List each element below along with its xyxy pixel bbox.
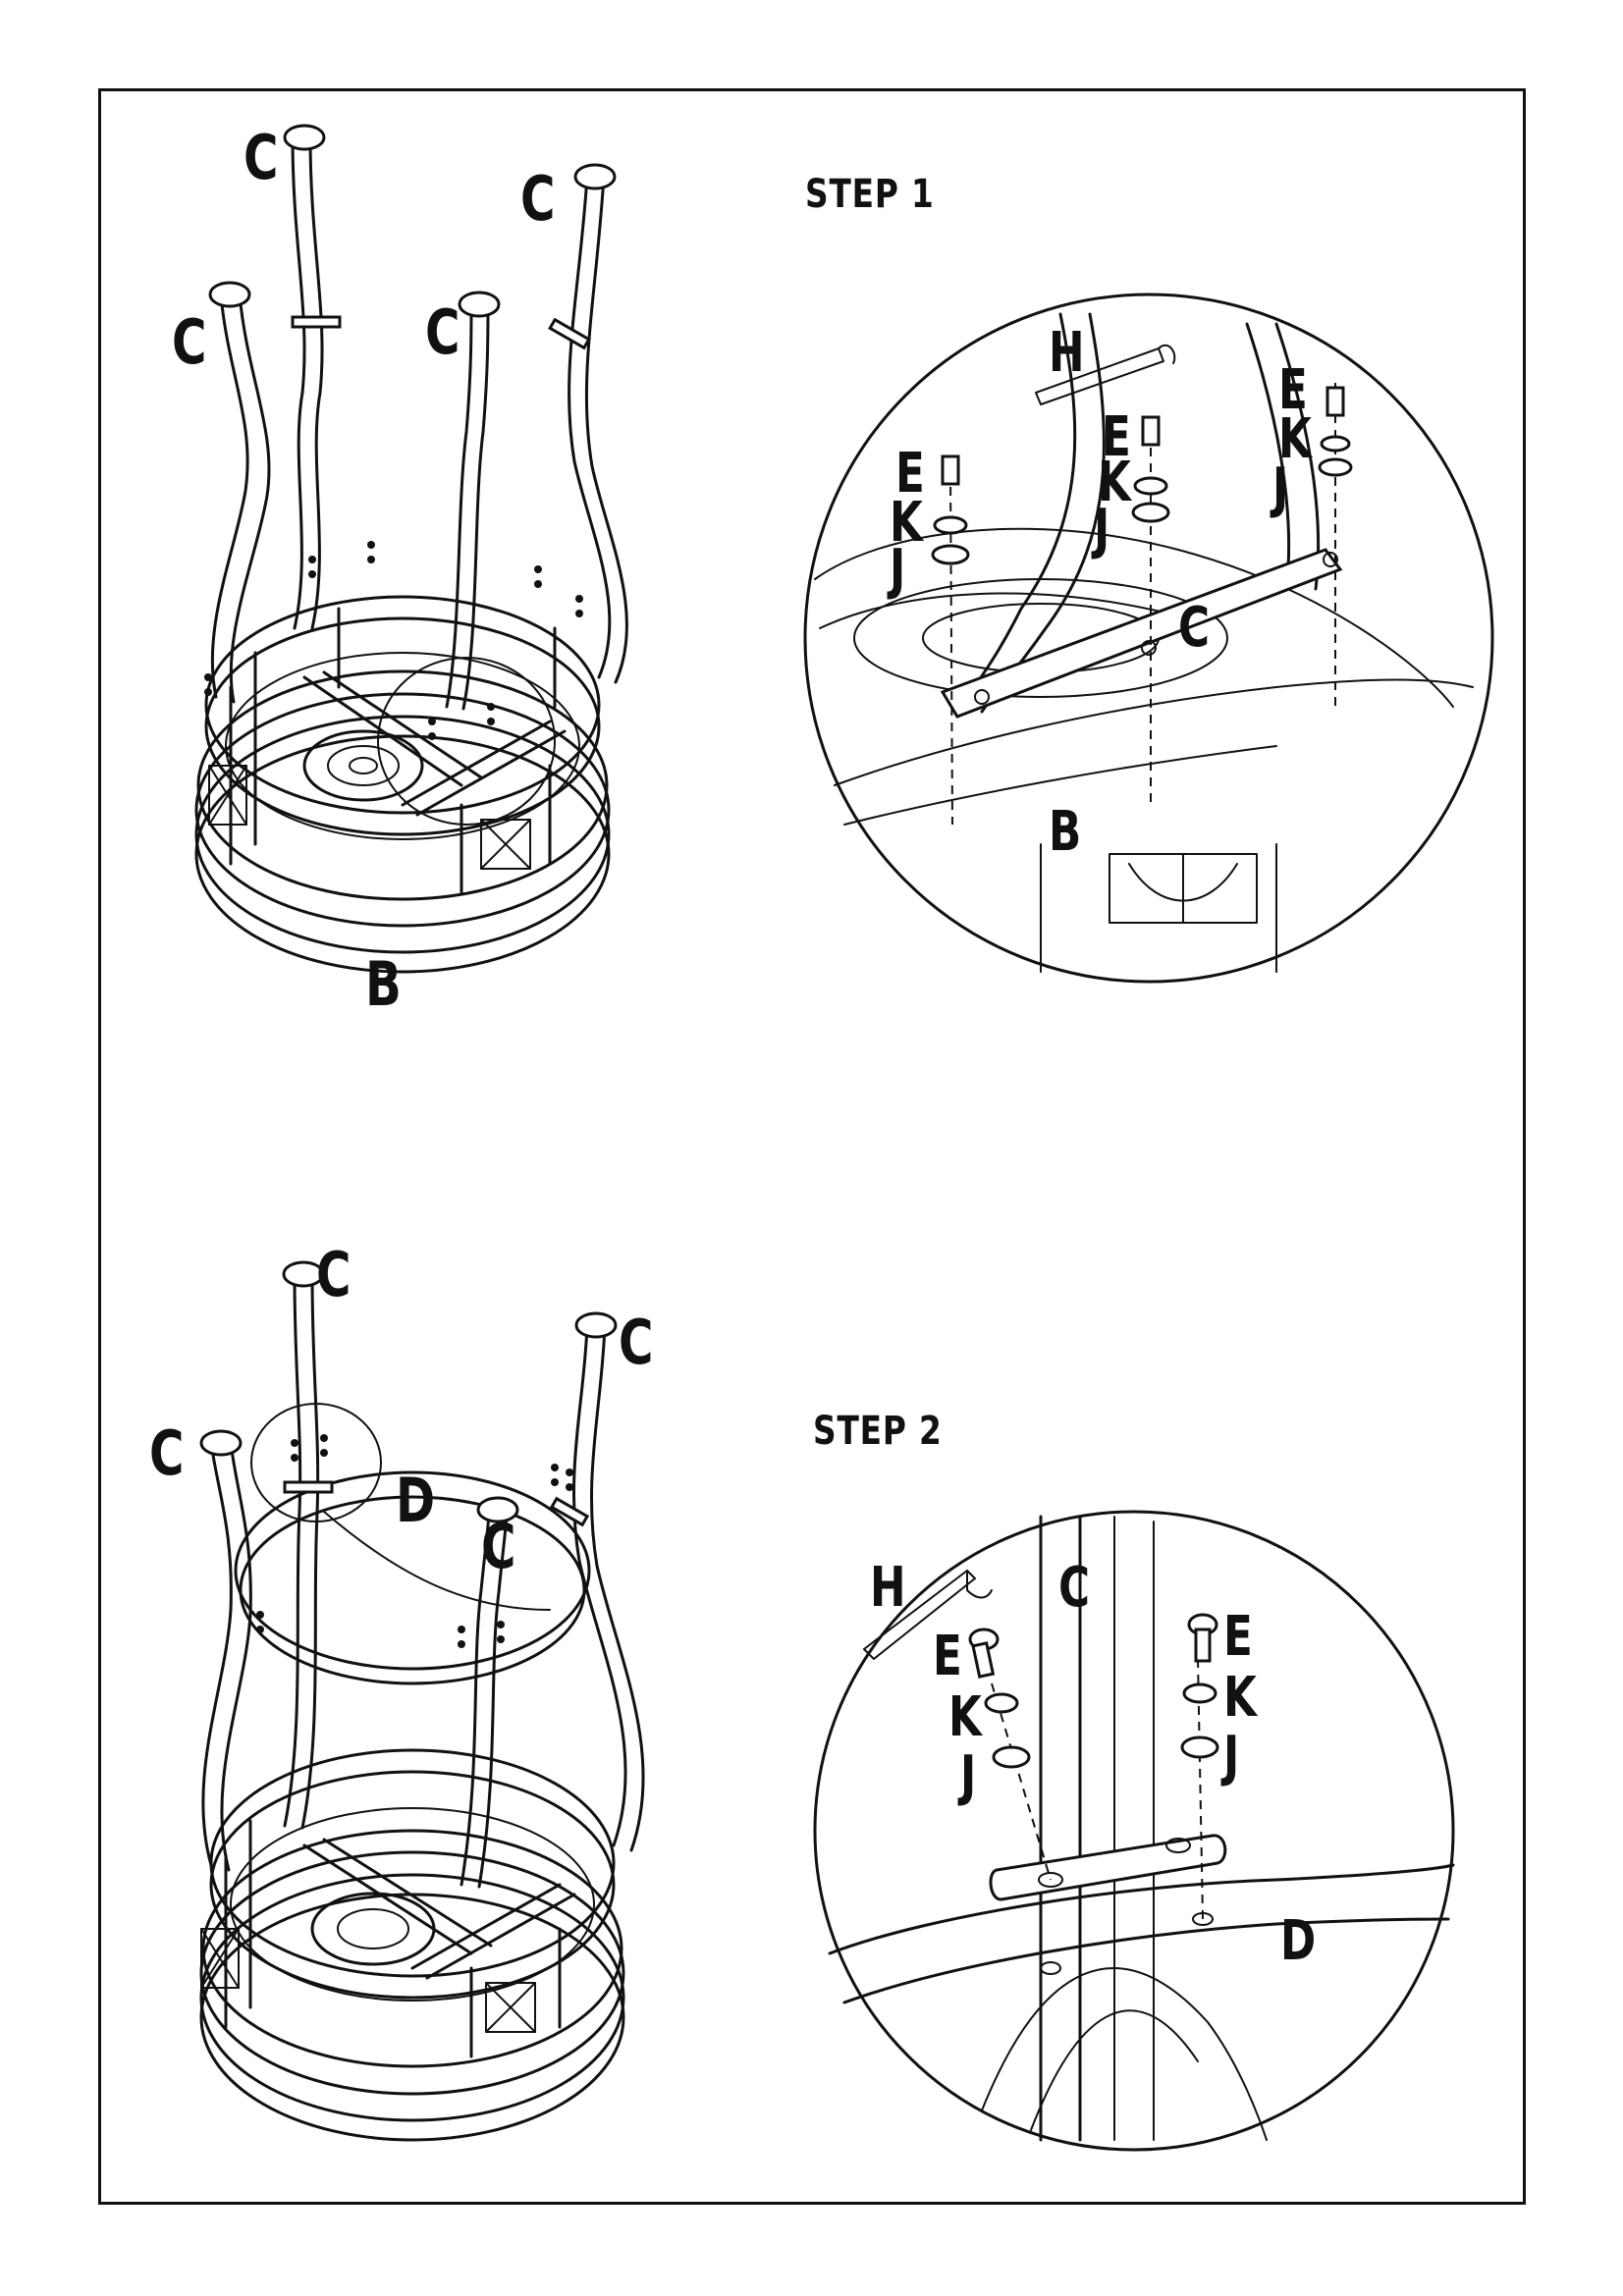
step2-label-leg-c: C: [1058, 1556, 1091, 1620]
step2-label-lock-washer-k: K: [1223, 1666, 1257, 1730]
step2-label-leg-c: C: [149, 1417, 185, 1489]
step1-label-leg-c: C: [172, 306, 207, 378]
step1-label-base-b: B: [365, 948, 402, 1020]
step1-detail-drawing: [803, 293, 1494, 984]
step2-label-leg-c: C: [619, 1307, 654, 1378]
step2-label-flat-washer-j: J: [1223, 1725, 1240, 1789]
step1-label-bolt-e: E: [1102, 405, 1131, 469]
step2-title: STEP 2: [813, 1409, 943, 1454]
step1-label-flat-washer-j: J: [1094, 498, 1110, 561]
step1-overview-drawing: [194, 124, 628, 974]
step1-label-base-b: B: [1049, 800, 1082, 864]
step1-label-bolt-e: E: [895, 442, 925, 506]
step1-label-flat-washer-j: J: [1272, 456, 1289, 520]
step1-label-leg-c: C: [520, 163, 556, 235]
step2-detail-drawing: [813, 1510, 1455, 2152]
step1-label-lock-washer-k: K: [1098, 451, 1131, 514]
step2-label-flat-washer-j: J: [960, 1744, 977, 1808]
step1-label-bolt-e: E: [1278, 358, 1308, 422]
step1-label-leg-c: C: [425, 296, 460, 368]
step2-label-bolt-e: E: [1223, 1605, 1253, 1669]
step1-label-leg-c: C: [1178, 596, 1211, 660]
step2-overview-drawing: [199, 1260, 645, 2142]
page-border: [98, 88, 1526, 2205]
step1-title: STEP 1: [805, 172, 935, 217]
step2-label-lock-washer-k: K: [948, 1685, 982, 1749]
step1-label-lock-washer-k: K: [1278, 407, 1312, 471]
step2-label-leg-c: C: [316, 1239, 352, 1310]
step1-label-lock-washer-k: K: [890, 491, 923, 555]
step2-label-ring-d: D: [1280, 1909, 1317, 1973]
step2-label-leg-c: C: [481, 1511, 516, 1582]
step1-label-leg-c: C: [243, 122, 279, 193]
step2-label-bolt-e: E: [933, 1625, 962, 1688]
step2-label-hex-key-h: H: [870, 1556, 906, 1620]
step1-label-hex-key-h: H: [1049, 321, 1085, 385]
step2-label-ring-d: D: [396, 1465, 436, 1536]
step1-label-flat-washer-j: J: [890, 538, 906, 602]
